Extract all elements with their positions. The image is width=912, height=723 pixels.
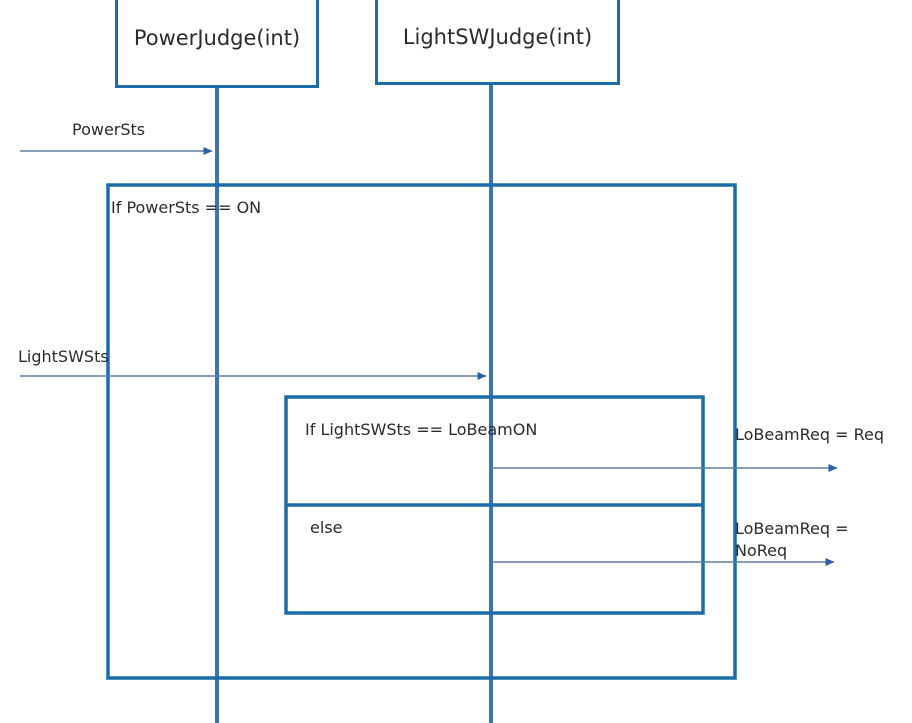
participant-box-lightswjudge[interactable]: LightSWJudge(int) (375, 0, 620, 85)
message-label-lobeamreq-noreq: LoBeamReq = NoReq (735, 519, 849, 560)
fragment-else-label-inner-alt: else (310, 518, 343, 537)
message-label-lobeamreq-req: LoBeamReq = Req (735, 425, 885, 444)
participant-box-powerjudge[interactable]: PowerJudge(int) (115, 0, 319, 88)
fragment-condition-inner-alt: If LightSWSts == LoBeamON (305, 420, 538, 439)
fragment-outer-alt-frame (106, 183, 737, 680)
participant-label-powerjudge: PowerJudge(int) (133, 26, 301, 50)
fragment-condition-outer-alt: If PowerSts == ON (111, 198, 262, 217)
message-label-lightswsts: LightSWSts (18, 347, 109, 366)
participant-label-lightswjudge: LightSWJudge(int) (402, 24, 593, 49)
message-label-powersts: PowerSts (72, 120, 146, 139)
